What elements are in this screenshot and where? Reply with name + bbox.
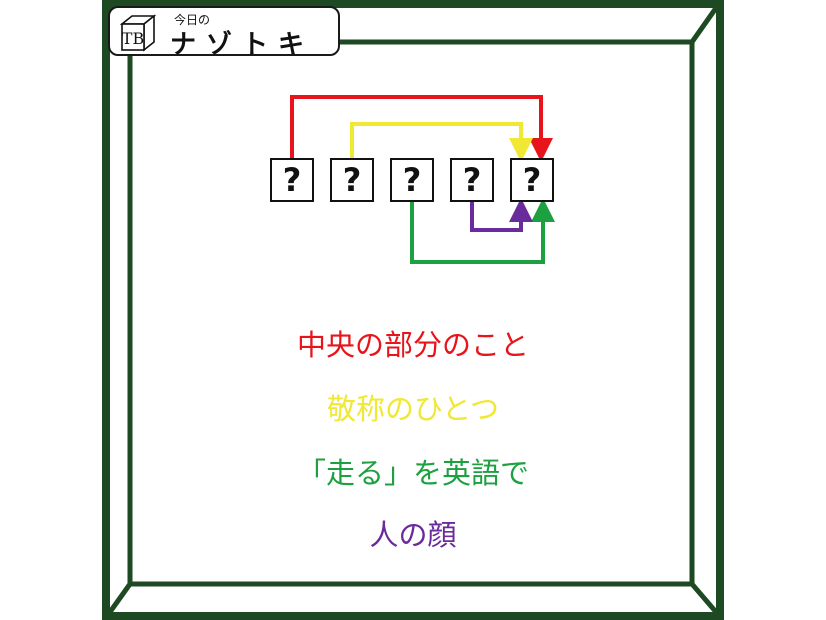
clue-green: 「走る」を英語で — [296, 456, 529, 490]
clue-yellow: 敬称のひとつ — [327, 392, 499, 426]
logo-badge: TB 今日の ナゾトキ — [108, 6, 340, 60]
clue-red: 中央の部分のこと — [296, 328, 529, 362]
purple-arrow — [470, 198, 533, 232]
yellow-arrow — [350, 122, 533, 162]
answer-box-3: ? — [390, 158, 434, 202]
answer-box-2: ? — [330, 158, 374, 202]
green-arrow — [410, 198, 555, 264]
red-arrow — [290, 95, 553, 162]
logo-subtitle: 今日の — [174, 13, 211, 27]
answer-box-1: ? — [270, 158, 314, 202]
cube-logo-letters: TB — [122, 29, 144, 48]
answer-box-5: ? — [510, 158, 554, 202]
logo-title: ナゾトキ — [170, 30, 315, 60]
answer-box-4: ? — [450, 158, 494, 202]
cube-logo-icon: TB — [119, 14, 157, 52]
clue-purple: 人の顔 — [369, 518, 457, 552]
